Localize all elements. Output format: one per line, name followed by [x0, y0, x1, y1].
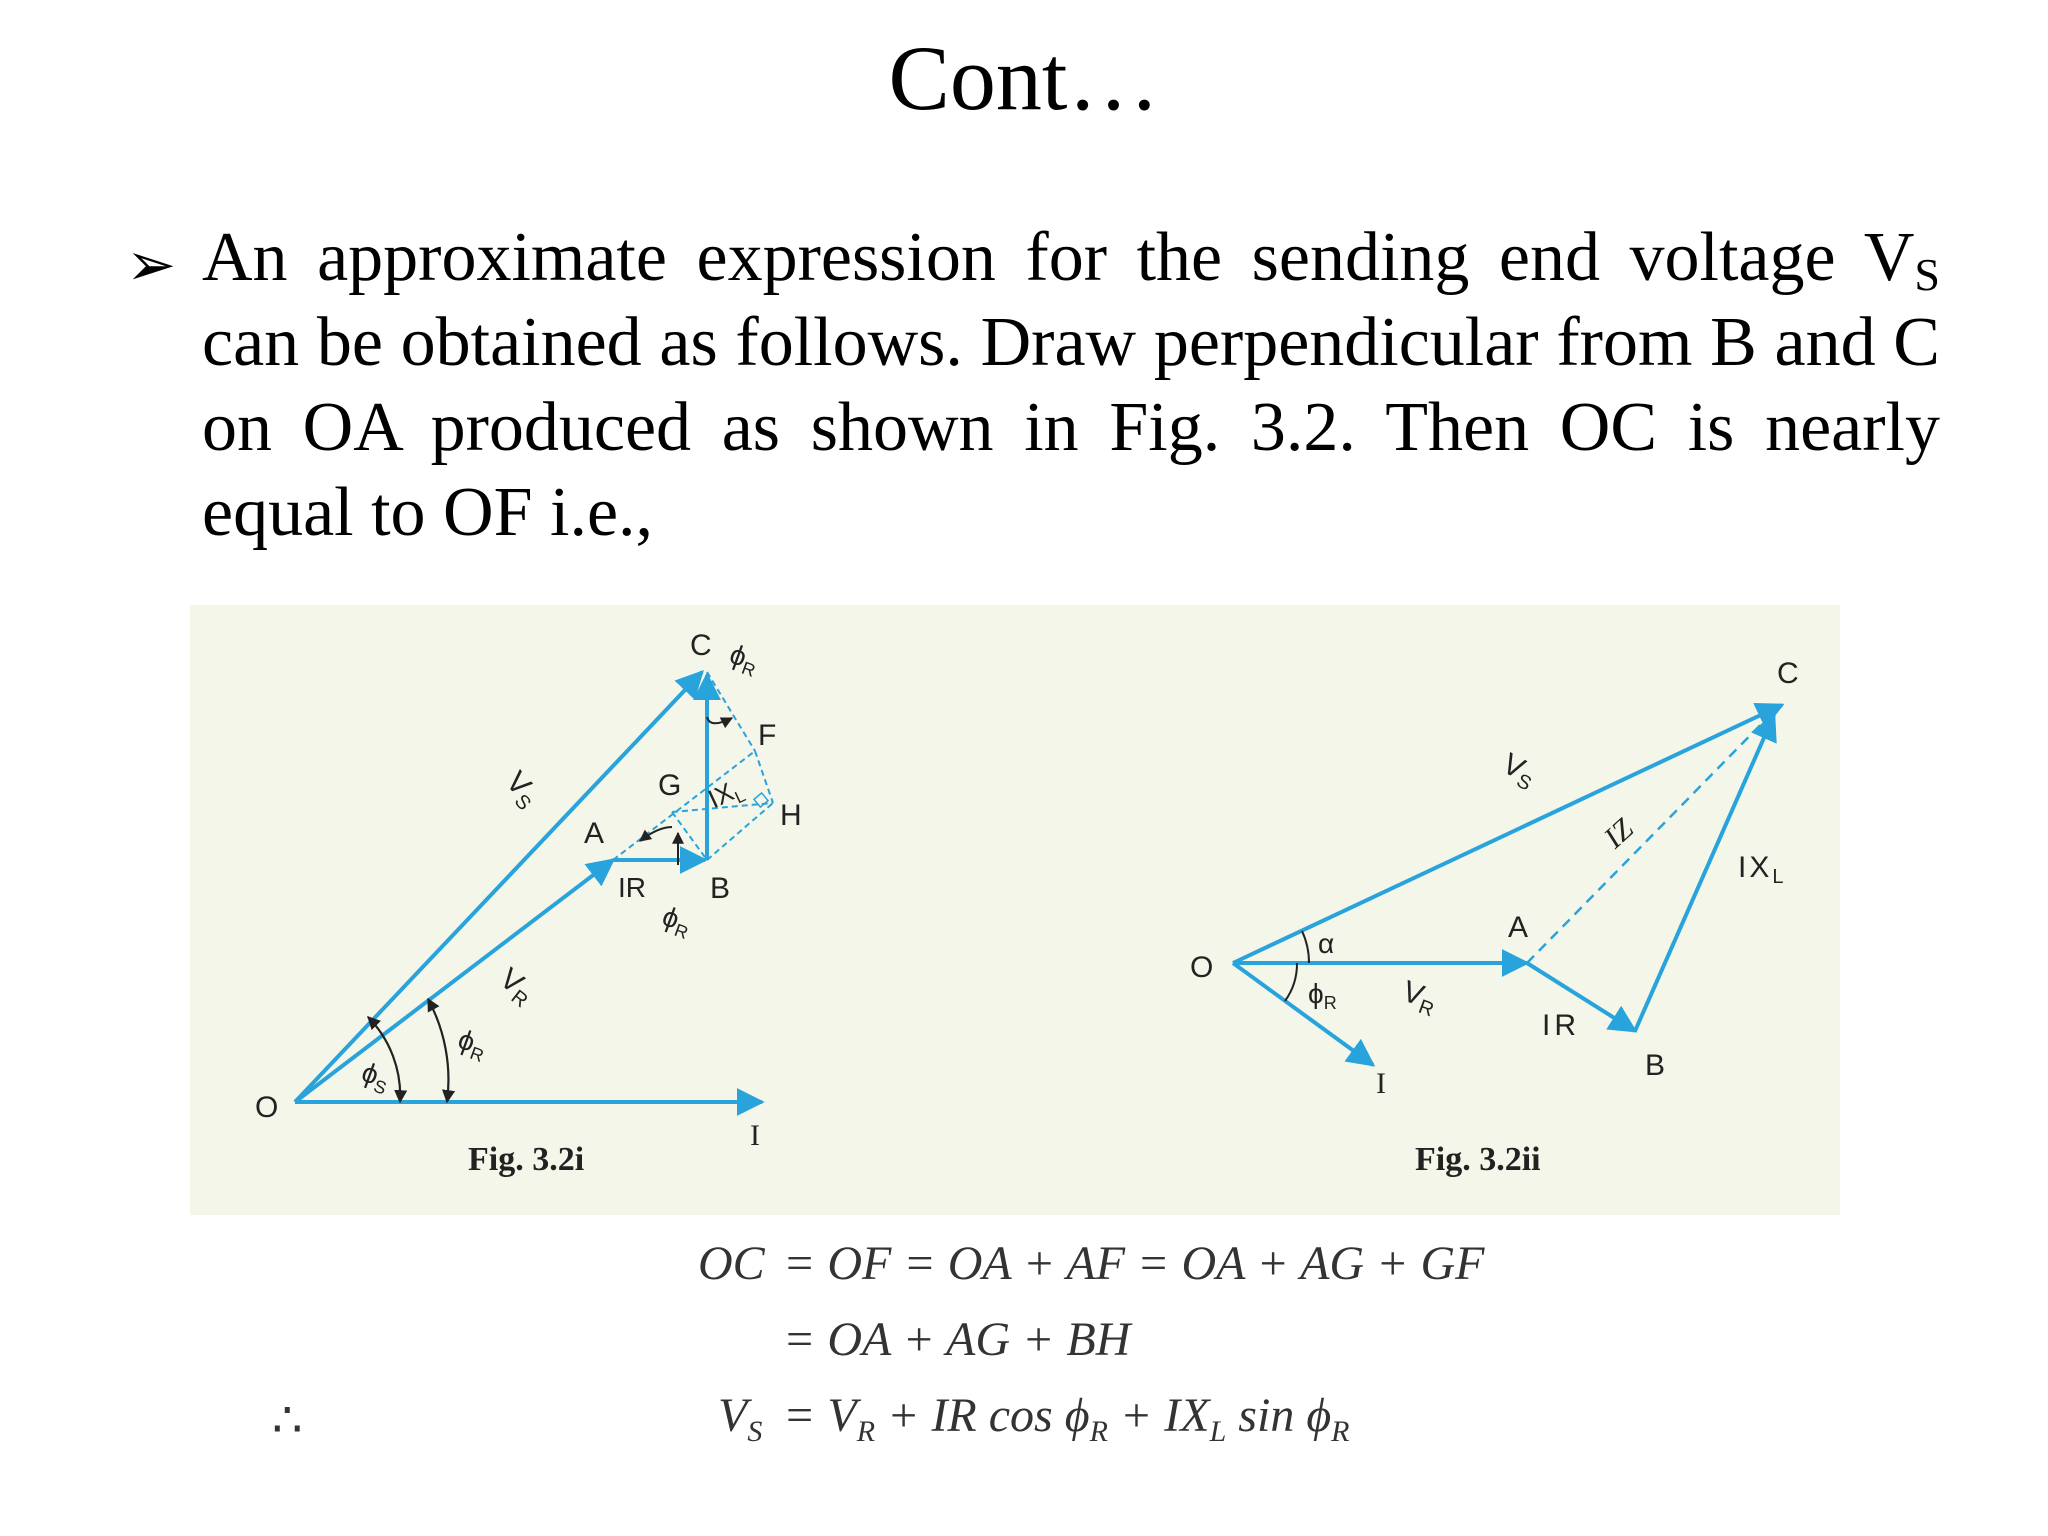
label-VR-ii: VR [1397, 975, 1442, 1022]
bullet-text: An approximate expression for the sendin… [202, 219, 1940, 551]
arc-alpha [1301, 930, 1311, 964]
arc-phiR-at-A [639, 826, 673, 842]
label-C-ii: C [1777, 657, 1799, 690]
equation-subscript: R [856, 1415, 876, 1448]
label-Vs: VS [496, 765, 546, 815]
label-C: C [690, 629, 712, 662]
dash-IZ [1526, 704, 1781, 964]
caption-fig-3-2ii: Fig. 3.2ii [1415, 1141, 1541, 1178]
label-F: F [758, 719, 776, 752]
label-A-ii: A [1508, 911, 1528, 944]
therefore-symbol: ∴ [272, 1392, 303, 1448]
vector-I-ii [1231, 961, 1376, 1067]
label-A: A [584, 817, 604, 850]
vector-Vs [293, 669, 704, 1104]
caption-fig-3-2i: Fig. 3.2i [468, 1141, 584, 1178]
slide-title: Cont… [888, 27, 1160, 129]
equation-term: sin ϕ [1226, 1389, 1332, 1442]
equation-line1-rhs: = OF = OA + AF = OA + AG + GF [783, 1237, 1485, 1290]
arc-phiR-ii [1284, 962, 1299, 1002]
equation-line3-rhs: = VR + IR cos ϕR + IXL sin ϕR [783, 1388, 1349, 1447]
dash-G-H [671, 802, 774, 813]
label-B: B [710, 872, 730, 905]
vector-IXL-ii [1633, 712, 1777, 1032]
label-B-ii: B [1645, 1049, 1665, 1082]
label-I: I [750, 1119, 760, 1152]
equation-line2-rhs: = OA + AG + BH [783, 1313, 1131, 1366]
label-I-ii: I [1376, 1067, 1386, 1100]
label-phiS: ϕS [356, 1056, 394, 1098]
phasor-diagrams-panel: O I A B C F G H VS VR ϕS ϕR ϕR ϕR IR IXL… [190, 605, 1840, 1215]
equation-line1-lhs: OC [698, 1237, 765, 1290]
label-IXL: IXL [703, 773, 748, 818]
label-phiR: ϕR [453, 1023, 492, 1066]
equation-line3-lhs: VS [718, 1389, 763, 1448]
label-alpha: α [1318, 928, 1334, 959]
label-G: G [658, 769, 681, 802]
label-Vs-ii: VS [1495, 747, 1542, 795]
bullet-arrow-icon: ➢ [126, 230, 177, 300]
arc-phiR-top [706, 716, 734, 729]
figure-3-2ii: O A B C I VS VR α ϕR IR IZ IXL Fig. 3.2i… [1190, 657, 1799, 1178]
dash-F-H [754, 750, 774, 804]
vector-VR [293, 858, 616, 1104]
dash-C-F [706, 671, 756, 752]
equation-subscript: L [1209, 1415, 1227, 1448]
arc-phiR [427, 997, 456, 1104]
figure-3-2i: O I A B C F G H VS VR ϕS ϕR ϕR ϕR IR IXL… [255, 629, 802, 1178]
equation-subscript: R [1331, 1415, 1350, 1448]
equation-term: + IR cos ϕ [875, 1389, 1090, 1442]
vector-IR-ii [1525, 961, 1638, 1033]
label-phiR-ii: ϕR [1308, 978, 1337, 1013]
arc-phiS [367, 1016, 408, 1104]
label-IR: IR [618, 872, 646, 903]
label-IR-ii: IR [1542, 1009, 1580, 1042]
label-O: O [255, 1091, 278, 1124]
label-IXL-ii: IXL [1738, 851, 1786, 888]
label-phiR-B: ϕR [657, 900, 696, 943]
label-VR: VR [491, 962, 541, 1012]
vector-Vs-ii [1232, 703, 1785, 965]
label-phiR-top: ϕR [724, 638, 763, 681]
equation-term: = V [783, 1389, 857, 1442]
equation-subscript: R [1089, 1415, 1108, 1448]
label-H: H [780, 799, 802, 832]
label-O-ii: O [1190, 951, 1213, 984]
right-angle-mark-H [752, 791, 770, 809]
label-IZ-ii: IZ [1597, 812, 1640, 855]
equation-term: + IX [1107, 1389, 1210, 1442]
dash-B-H [706, 802, 774, 861]
